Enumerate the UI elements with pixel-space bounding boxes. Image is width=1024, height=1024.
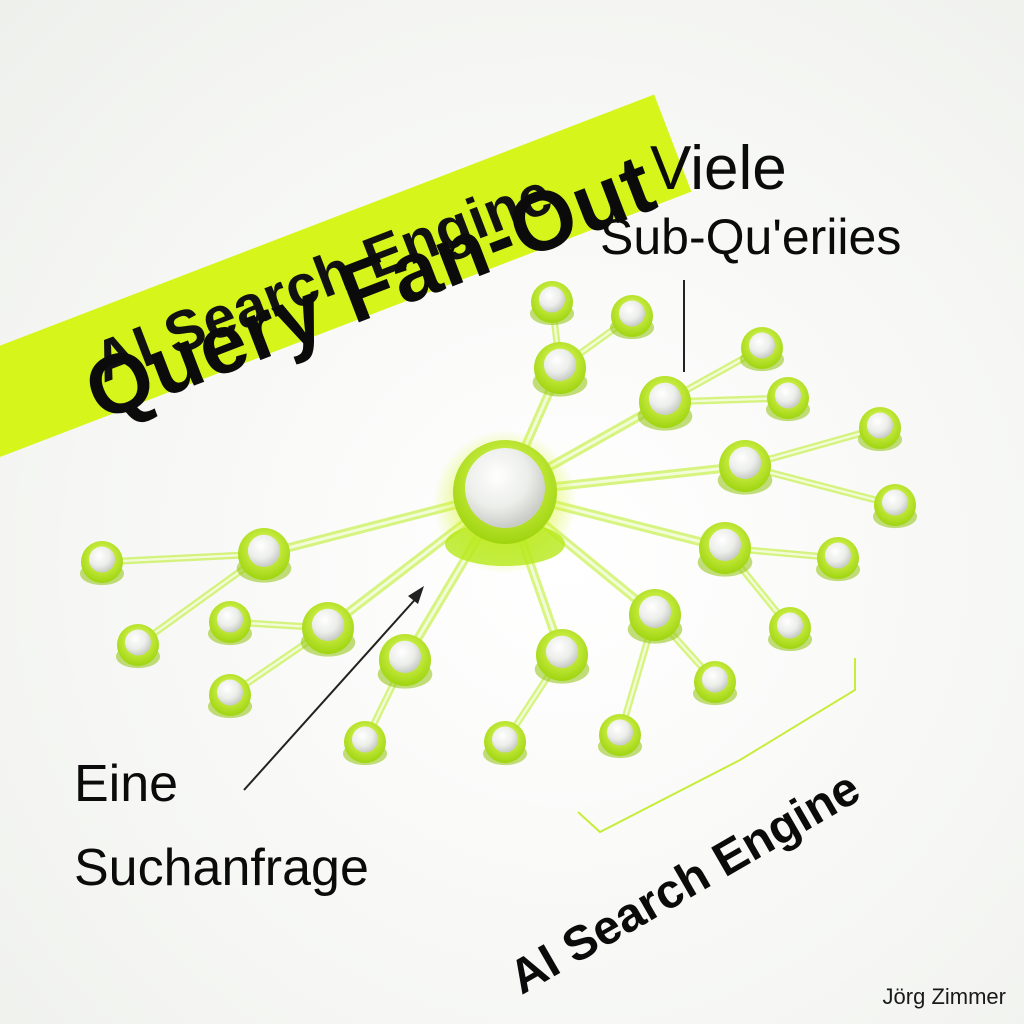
pearl-node-icon-mid-5 xyxy=(545,635,579,668)
pearl-node-icon-mid-0 xyxy=(543,348,577,381)
pearl-node-icon-leaf-15 xyxy=(88,546,116,573)
nodes-group xyxy=(79,281,918,766)
pearl-node-icon-leaf-4 xyxy=(866,412,894,439)
pearl-node-icon-leaf-6 xyxy=(824,542,852,569)
pearl-node-icon-mid-8 xyxy=(247,534,281,567)
pearl-node-icon-leaf-0 xyxy=(538,286,566,313)
hub-group xyxy=(433,430,577,574)
glowing-sphere-hub-icon xyxy=(465,448,545,528)
many-label-line1: Viele xyxy=(650,134,787,203)
pearl-node-icon-leaf-11 xyxy=(351,726,379,753)
callout-lines xyxy=(243,280,856,834)
pearl-node-icon-mid-3 xyxy=(708,528,742,561)
pearl-node-icon-leaf-8 xyxy=(701,666,729,693)
callout-arrow-line xyxy=(243,593,421,791)
arrowhead-icon xyxy=(408,586,424,604)
pearl-node-icon-leaf-13 xyxy=(216,606,244,633)
pearl-node-icon-leaf-7 xyxy=(776,612,804,639)
pearl-node-icon-leaf-12 xyxy=(216,679,244,706)
pearl-node-icon-mid-6 xyxy=(388,640,422,673)
pearl-node-icon-mid-4 xyxy=(638,595,672,628)
pearl-node-icon-leaf-3 xyxy=(774,382,802,409)
bracket-line xyxy=(577,658,856,834)
one-label-line2: Suchanfrage xyxy=(74,839,369,897)
pearl-node-icon-mid-1 xyxy=(648,382,682,415)
author-credit: Jörg Zimmer xyxy=(882,984,1006,1009)
pearl-node-icon-mid-7 xyxy=(311,608,345,641)
pearl-node-icon-leaf-10 xyxy=(491,726,519,753)
pearl-node-icon-leaf-1 xyxy=(618,300,646,327)
pearl-node-icon-leaf-2 xyxy=(748,332,776,359)
many-label-line2: Sub-Qu'eriies xyxy=(600,209,902,265)
pearl-node-icon-leaf-14 xyxy=(124,629,152,656)
one-label-line1: Eine xyxy=(74,755,179,813)
link-mid-to-leaf-15-highlight xyxy=(100,552,266,564)
pearl-node-icon-mid-2 xyxy=(728,446,762,479)
pearl-node-icon-leaf-5 xyxy=(881,489,909,516)
pearl-node-icon-leaf-9 xyxy=(606,719,634,746)
